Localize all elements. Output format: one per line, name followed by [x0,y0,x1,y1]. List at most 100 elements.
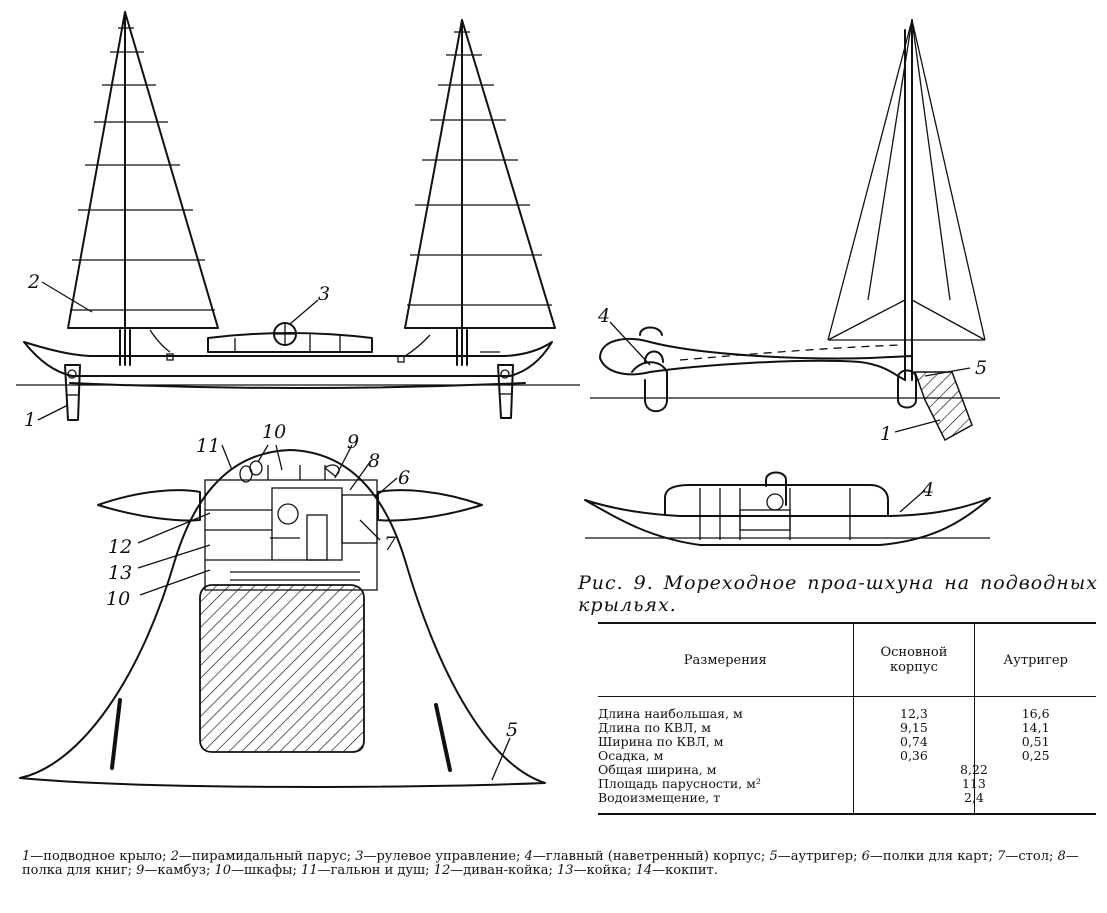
row-label: Осадка, м [598,748,664,763]
shared-value: 2,4 [963,790,984,805]
legend-num: 3 [355,849,364,864]
header-outrigger: Аутригер [974,623,1096,697]
callout-7: 7 [384,533,397,555]
legend-num: 7 [997,849,1006,864]
callout-1: 1 [24,409,36,431]
callout-8: 8 [368,450,380,472]
shared-value: 8,22 [960,762,988,777]
legend-text: диван-койка [463,863,549,878]
legend-text: камбуз [157,863,206,878]
outrigger-values: 16,6 14,1 0,51 0,25 [974,696,1096,814]
legend-num: 5 [769,849,778,864]
figure-caption: Рис. 9. Мореходное проа-шхуна на подводн… [578,572,1098,616]
plan-cabin [204,479,378,591]
legend-num: 6 [861,849,870,864]
hull-cabin-lower [664,484,889,516]
callout-1-front: 1 [880,423,892,445]
callout-11: 11 [196,435,220,457]
legend-text: главный (наветренный) корпус [545,849,761,864]
callout-3: 3 [318,283,330,305]
left-hydrofoil [64,364,81,421]
main-hull-values: 12,3 9,15 0,74 0,36 8,22 113 2,4 [852,696,988,814]
legend-num: 1 [22,849,31,864]
plan-hull-outline [19,449,546,788]
front-dome [639,326,663,336]
row-label: Ширина по КВЛ, м [598,734,724,749]
left-sail [67,11,219,329]
header-main-hull: Основной корпус [852,623,975,697]
main-value: 0,36 [900,748,928,763]
legend-text: койка [586,863,628,878]
side-cabin [207,332,373,353]
callout-5-plan: 5 [506,719,518,741]
outrigger-value: 16,6 [1021,706,1050,721]
legend-text: пирамидальный парус [191,849,347,864]
row-label: Площадь парусности, м² [598,776,761,791]
legend-text: полка для книг [22,863,128,878]
callout-10-lower: 10 [106,588,130,610]
plan-cockpit [199,584,365,753]
outrigger-front [897,369,917,409]
header-dimensions: Размерения [598,623,854,697]
main-hull-side-lower [584,497,991,546]
row-label: Общая ширина, м [598,762,717,777]
crossbeam-bottom [599,357,906,381]
legend-text: подводное крыло [43,849,163,864]
row-label: Длина по КВЛ, м [598,720,711,735]
main-value: 0,74 [900,734,928,749]
legend-text: стол [1018,849,1049,864]
right-hydrofoil [497,364,514,419]
callout-9: 9 [347,431,359,453]
outrigger-value: 0,51 [1021,734,1050,749]
callout-4: 4 [597,305,610,327]
outrigger-value: 14,1 [1021,720,1050,735]
row-label: Длина наибольшая, м [598,706,743,721]
row-label: Водоизмещение, т [598,790,721,805]
legend: 1—подводное крыло; 2—пирамидальный парус… [22,849,1079,878]
legend-num: 2 [170,849,179,864]
main-hull-front [631,361,668,413]
callout-labels: 1 2 3 4 5 1 11 10 9 8 6 12 13 10 7 5 4 [24,271,987,741]
outrigger-value: 0,25 [1021,748,1050,763]
callout-4-side: 4 [921,479,934,501]
legend-text: полки для карт [882,849,989,864]
legend-text: гальюн и душ [330,863,426,878]
table-body-row: Длина наибольшая, м Длина по КВЛ, м Шири… [598,696,1096,815]
callout-6: 6 [398,467,410,489]
legend-num: 13 [557,863,574,878]
legend-num: 11 [301,863,318,878]
shared-value: 113 [961,776,986,791]
front-view-drawing [590,19,1000,442]
dimensions-table: Размерения Основной корпус Аутригер Длин… [598,622,1096,815]
callout-5: 5 [975,357,987,379]
table-header-row: Размерения Основной корпус Аутригер [598,623,1096,697]
legend-text: аутригер [790,849,854,864]
plan-view-drawing [19,444,546,788]
front-hydrofoil [913,371,973,442]
hull-side-view-drawing [584,471,991,546]
dimension-labels: Длина наибольшая, м Длина по КВЛ, м Шири… [598,697,853,815]
right-sail [404,19,556,329]
legend-num: 10 [214,863,232,878]
main-hull-side [23,341,553,377]
plan-right-arm [377,489,483,522]
crossbeam-top [599,338,913,360]
side-view-drawing [16,11,580,421]
callout-10-top: 10 [262,421,286,443]
legend-text: шкафы [244,863,293,878]
plan-left-arm [97,489,201,522]
legend-num: 12 [433,863,451,878]
callout-2: 2 [27,271,40,293]
callout-13: 13 [108,562,132,584]
main-value: 12,3 [900,706,928,721]
main-value: 9,15 [900,720,928,735]
legend-num: 8 [1057,849,1066,864]
legend-text: кокпит [665,863,714,878]
outrigger-hull-side [69,382,526,389]
legend-num: 14 [635,863,653,878]
legend-text: рулевое управление [376,849,517,864]
callout-12: 12 [108,536,132,558]
legend-num: 9 [136,863,145,878]
